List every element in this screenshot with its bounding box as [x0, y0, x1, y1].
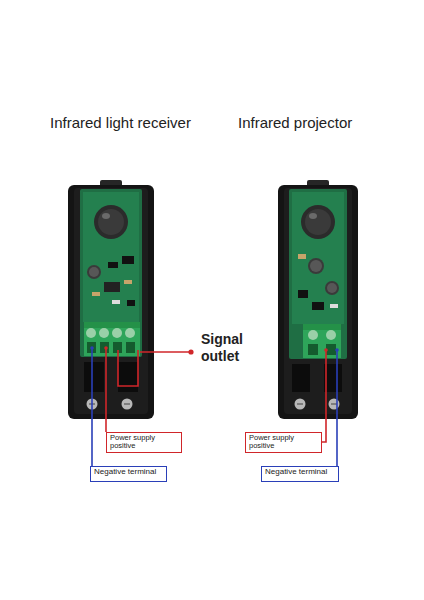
callout-box: Negative terminal	[90, 466, 167, 482]
heading-label: Infrared light receiver	[50, 114, 225, 132]
wiring	[90, 346, 339, 466]
callout-box: Negative terminal	[261, 466, 339, 482]
heading-label: Infrared projector	[238, 114, 408, 132]
callout-text: Power supply positive	[246, 433, 304, 452]
signal-label: Signal outlet	[201, 331, 259, 365]
receiver-device	[68, 180, 154, 419]
projector-device	[278, 180, 358, 419]
callout-text: Power supply positive	[107, 433, 165, 452]
callout-text: Negative terminal	[262, 467, 342, 478]
callout-box: Power supply positive	[245, 432, 322, 453]
callout-box: Power supply positive	[106, 432, 182, 453]
callout-text: Negative terminal	[91, 467, 171, 478]
